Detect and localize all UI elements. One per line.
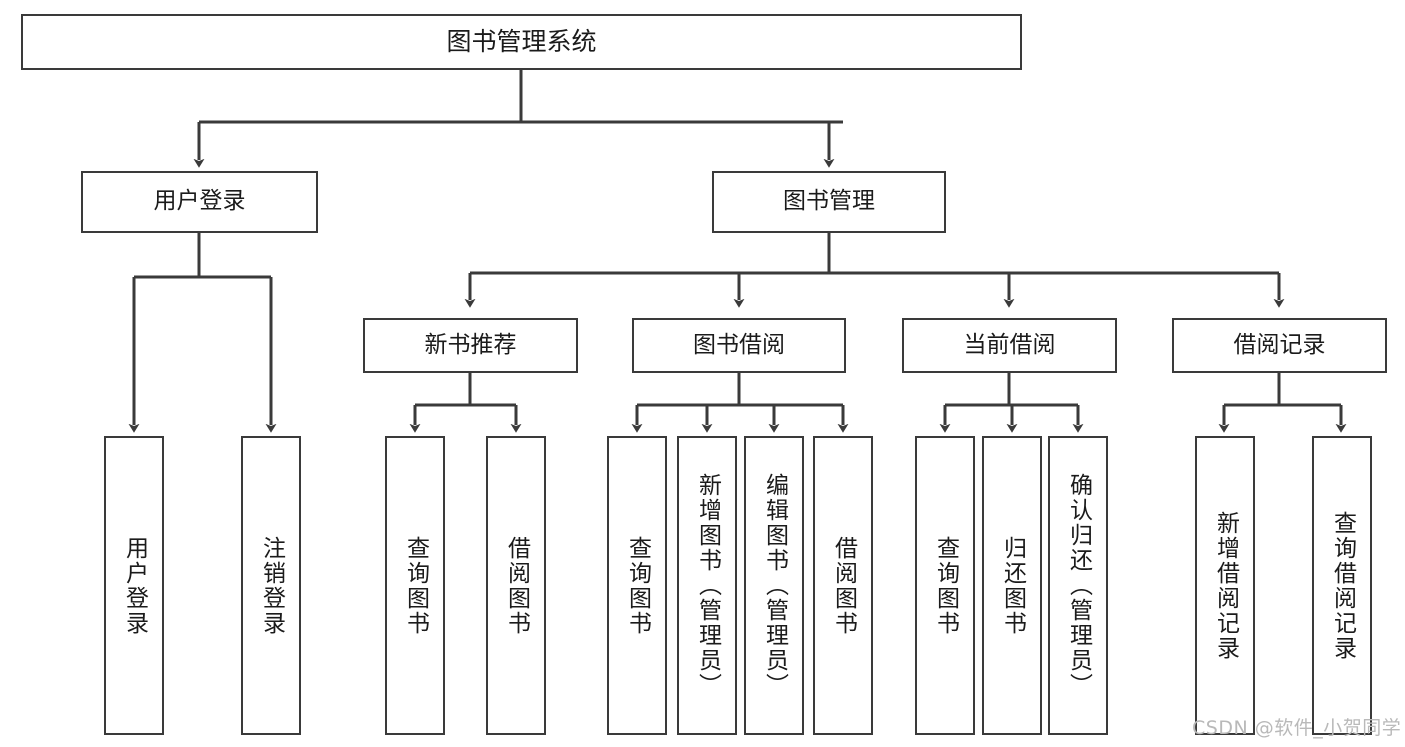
node-root-label: 图书管理系统 xyxy=(446,27,597,57)
node-leaf-add-record[interactable]: 新增借阅记录 xyxy=(1195,436,1255,735)
node-leaf-user-login[interactable]: 用户登录 xyxy=(104,436,164,735)
node-user-login-label: 用户登录 xyxy=(153,188,246,215)
watermark-text: CSDN @软件_小贺同学 xyxy=(1192,717,1402,739)
node-book-borrow[interactable]: 图书借阅 xyxy=(632,318,846,373)
node-leaf-edit-book[interactable]: 编辑图书（管理员） xyxy=(744,436,804,735)
node-leaf-add-book[interactable]: 新增图书（管理员） xyxy=(677,436,737,735)
node-leaf-query-book-3[interactable]: 查询图书 xyxy=(915,436,975,735)
node-leaf-edit-book-label: 编辑图书（管理员） xyxy=(761,473,788,698)
node-leaf-borrow-book-2[interactable]: 借阅图书 xyxy=(813,436,873,735)
node-new-book-recommend-label: 新书推荐 xyxy=(424,331,517,358)
node-borrow-record[interactable]: 借阅记录 xyxy=(1172,318,1387,373)
node-leaf-logout-label: 注销登录 xyxy=(258,535,285,636)
node-leaf-return-book-label: 归还图书 xyxy=(999,535,1026,636)
node-leaf-logout[interactable]: 注销登录 xyxy=(241,436,301,735)
node-leaf-query-record-label: 查询借阅记录 xyxy=(1329,510,1356,661)
node-current-borrow[interactable]: 当前借阅 xyxy=(902,318,1117,373)
node-leaf-query-record[interactable]: 查询借阅记录 xyxy=(1312,436,1372,735)
node-root[interactable]: 图书管理系统 xyxy=(21,14,1022,70)
node-leaf-borrow-book-1[interactable]: 借阅图书 xyxy=(486,436,546,735)
node-new-book-recommend[interactable]: 新书推荐 xyxy=(363,318,578,373)
node-leaf-confirm-return-label: 确认归还（管理员） xyxy=(1065,473,1092,698)
node-leaf-add-record-label: 新增借阅记录 xyxy=(1212,510,1239,661)
node-leaf-return-book[interactable]: 归还图书 xyxy=(982,436,1042,735)
node-leaf-add-book-label: 新增图书（管理员） xyxy=(694,473,721,698)
node-borrow-record-label: 借阅记录 xyxy=(1233,331,1326,358)
node-current-borrow-label: 当前借阅 xyxy=(963,331,1056,358)
node-book-manage[interactable]: 图书管理 xyxy=(712,171,946,233)
node-book-borrow-label: 图书借阅 xyxy=(693,331,785,358)
node-leaf-query-book-1[interactable]: 查询图书 xyxy=(385,436,445,735)
node-leaf-borrow-book-2-label: 借阅图书 xyxy=(830,535,857,636)
node-leaf-query-book-3-label: 查询图书 xyxy=(932,535,959,636)
node-leaf-confirm-return[interactable]: 确认归还（管理员） xyxy=(1048,436,1108,735)
node-user-login[interactable]: 用户登录 xyxy=(81,171,318,233)
node-leaf-query-book-2[interactable]: 查询图书 xyxy=(607,436,667,735)
node-leaf-user-login-label: 用户登录 xyxy=(121,535,148,636)
node-leaf-query-book-2-label: 查询图书 xyxy=(624,535,651,636)
node-leaf-borrow-book-1-label: 借阅图书 xyxy=(503,535,530,636)
node-book-manage-label: 图书管理 xyxy=(783,188,875,215)
node-leaf-query-book-1-label: 查询图书 xyxy=(402,535,429,636)
